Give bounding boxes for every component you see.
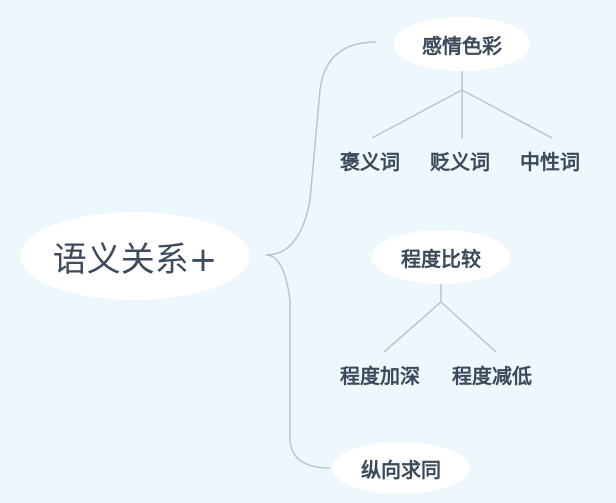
leaf-node[interactable]: 程度加深 (340, 364, 420, 388)
connector-root-to-topic-c (265, 254, 331, 469)
leaf-node[interactable]: 中性词 (520, 150, 580, 174)
connector-root-to-topic-a (265, 41, 377, 256)
connector-root-to-topic-b (320, 230, 372, 256)
connector-topic-b-leaf-1 (383, 301, 442, 353)
leaf-node[interactable]: 贬义词 (430, 150, 490, 174)
topic-label: 感情色彩 (422, 33, 502, 58)
topic-node-vertical[interactable]: 纵向求同 (332, 442, 470, 494)
topic-node-degree[interactable]: 程度比较 (372, 230, 510, 284)
topic-label: 程度比较 (401, 246, 481, 271)
leaf-node[interactable]: 褒义词 (340, 150, 400, 174)
connector-topic-a-leaf-1 (371, 89, 463, 139)
root-node[interactable]: 语义关系+ (20, 212, 250, 300)
connector-topic-b-leaf-2 (440, 301, 497, 353)
topic-node-emotion[interactable]: 感情色彩 (394, 17, 530, 71)
topic-label: 纵向求同 (361, 457, 441, 482)
connector-topic-a-leaf-3 (461, 89, 553, 139)
root-label: 语义关系+ (52, 239, 218, 280)
leaf-node[interactable]: 程度减低 (452, 364, 532, 388)
